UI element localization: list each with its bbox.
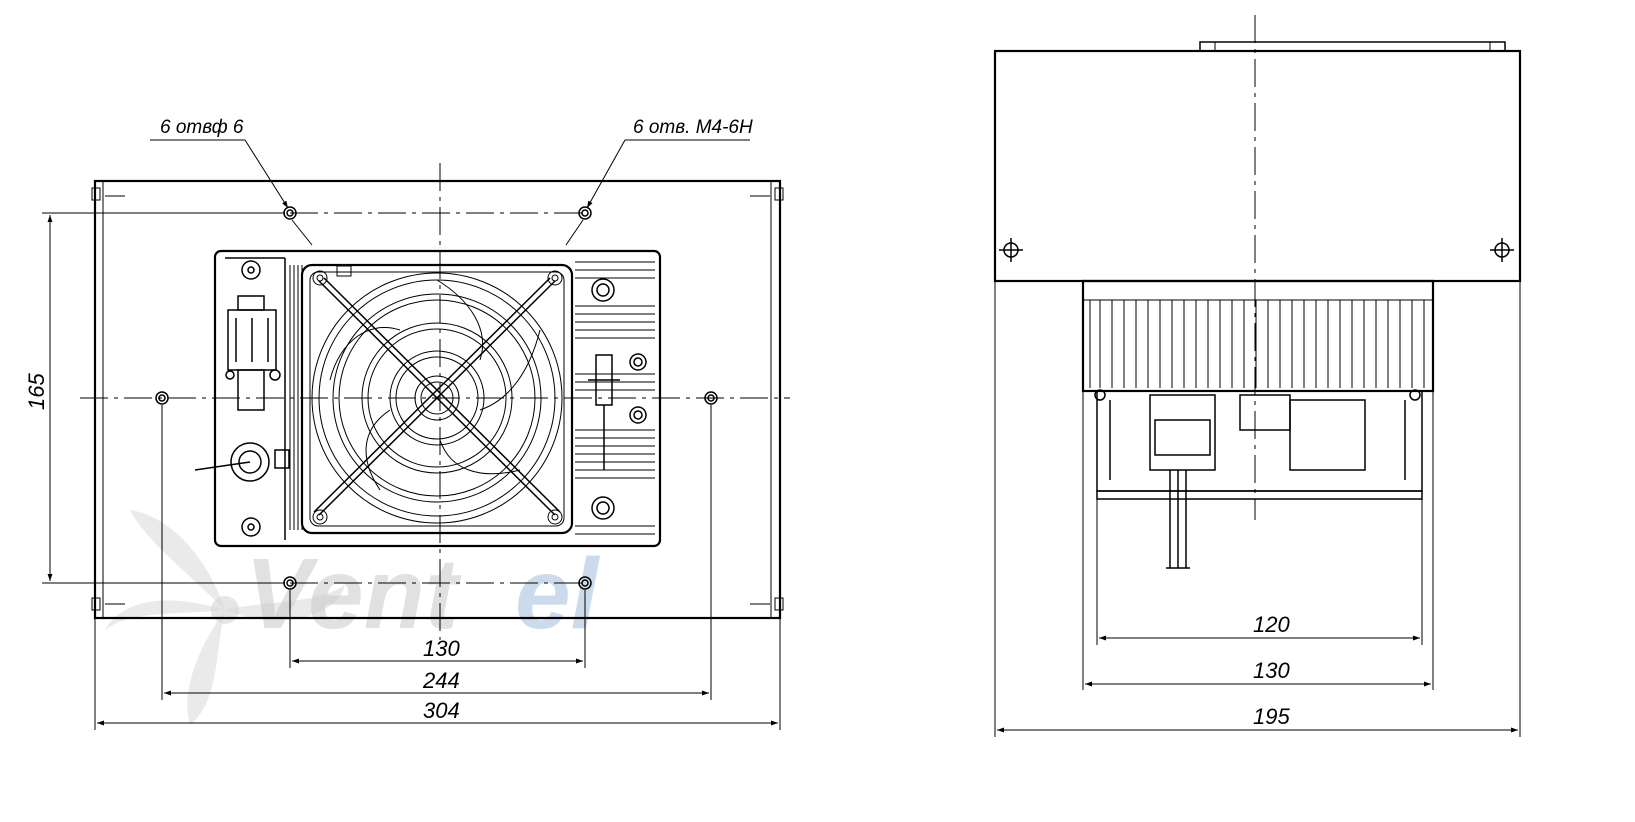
heatsink-fins-right [575,261,655,535]
dim-text-130-side: 130 [1253,658,1290,683]
side-view: 120 130 195 [993,15,1522,737]
note-text-holes-right: 6 отв. М4-6Н [633,117,753,138]
dim-text-195: 195 [1253,704,1290,729]
side-top-cover [993,49,1522,283]
front-outer-plate [93,179,782,620]
dim-244: 244 [164,668,709,696]
side-heatsink-fins [1083,299,1433,388]
watermark-text-blue: el [515,538,601,650]
fan-blades [329,279,541,491]
dim-130-side: 130 [1085,658,1431,687]
dim-text-130-front: 130 [423,636,460,661]
side-lower-body [1094,389,1423,500]
control-panel [194,257,290,540]
dim-130-front: 130 [292,636,583,664]
dim-195: 195 [997,704,1518,733]
dim-text-165: 165 [24,373,49,410]
mounting-holes [155,206,718,590]
fan-guard [311,272,563,524]
fan-guard-cross [313,277,561,516]
watermark-text-gray: Vent [245,538,462,650]
heatsink-bolts [591,278,647,520]
dim-165: 165 [24,212,285,584]
dim-text-244: 244 [422,668,460,693]
note-holes-right: 6 отв. М4-6Н [565,117,753,246]
dim-120: 120 [1099,612,1420,641]
fan-frame [300,263,574,535]
note-holes-left: 6 отвф 6 [150,117,313,246]
dim-text-304: 304 [423,698,460,723]
note-text-holes-left: 6 отвф 6 [160,117,244,138]
fan-screws [312,270,563,525]
dim-304: 304 [97,698,778,726]
sensor-probe [588,354,620,470]
side-cables [1166,470,1190,569]
side-screws [999,238,1514,262]
inner-housing [213,249,662,548]
dim-text-120: 120 [1253,612,1290,637]
front-view: 6 отвф 6 6 отв. М4-6Н 165 130 244 [24,117,790,730]
